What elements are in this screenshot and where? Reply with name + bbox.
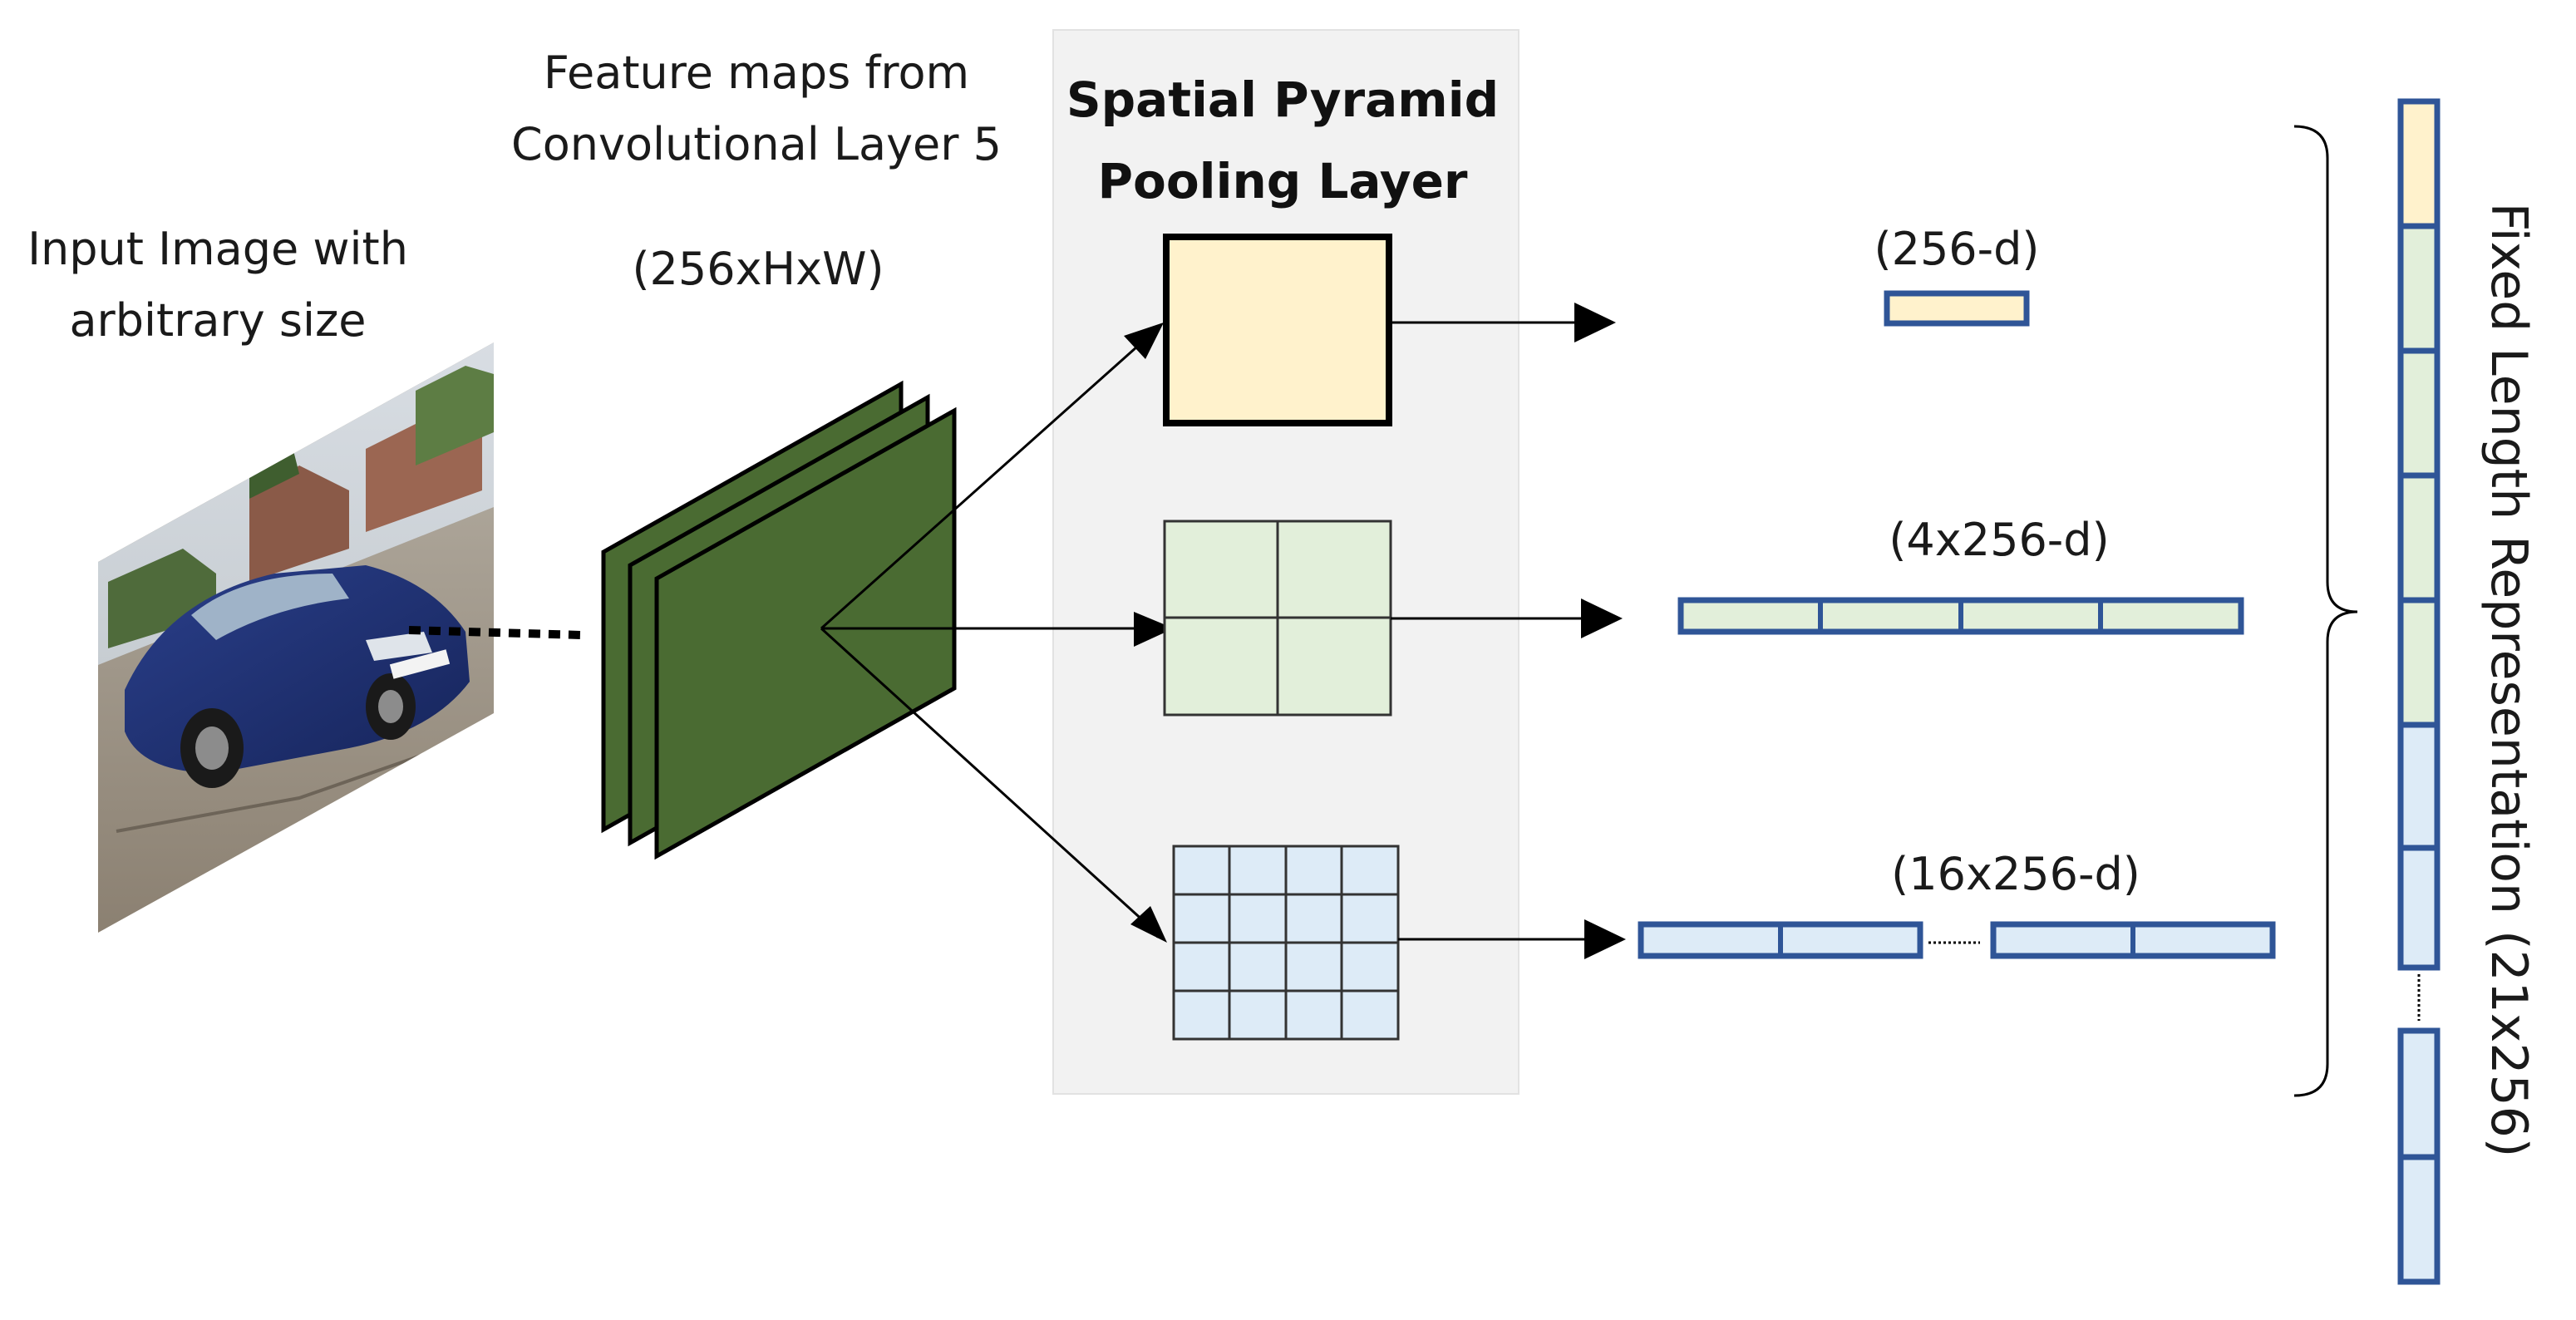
input-label-line1: Input Image with — [27, 223, 408, 275]
pool-grid-1x1 — [1163, 234, 1392, 426]
output-label-3: (16x256-d) — [1891, 848, 2140, 900]
output-vector-2 — [1677, 597, 2244, 635]
feature-label-line2: Convolutional Layer 5 — [511, 118, 1002, 170]
feature-maps — [601, 380, 957, 860]
output-label-1: (256-d) — [1874, 223, 2040, 275]
input-image — [98, 342, 494, 933]
input-label-line2: arbitrary size — [69, 294, 366, 347]
spp-title-line1: Spatial Pyramid — [1066, 71, 1499, 128]
pool-grid-2x2 — [1163, 520, 1392, 717]
output-label-2: (4x256-d) — [1889, 514, 2109, 566]
feature-label-line1: Feature maps from — [544, 47, 969, 99]
arrow-to-level1 — [820, 324, 1161, 630]
concat-brace — [2293, 125, 2358, 1097]
feature-map-front — [654, 406, 957, 860]
output-vector-1 — [1884, 290, 2030, 327]
image-to-feature-connector — [408, 626, 583, 639]
arrow-to-level3 — [820, 627, 1165, 941]
fixed-length-label: Fixed Length Representation (21x256) — [2480, 203, 2538, 1158]
pool-grid-4x4 — [1172, 845, 1400, 1041]
feature-dims: (256xHxW) — [632, 243, 884, 295]
output-vector-3 — [1638, 921, 2276, 959]
fixed-length-vector — [2397, 98, 2441, 1285]
spp-title-line2: Pooling Layer — [1097, 153, 1467, 209]
